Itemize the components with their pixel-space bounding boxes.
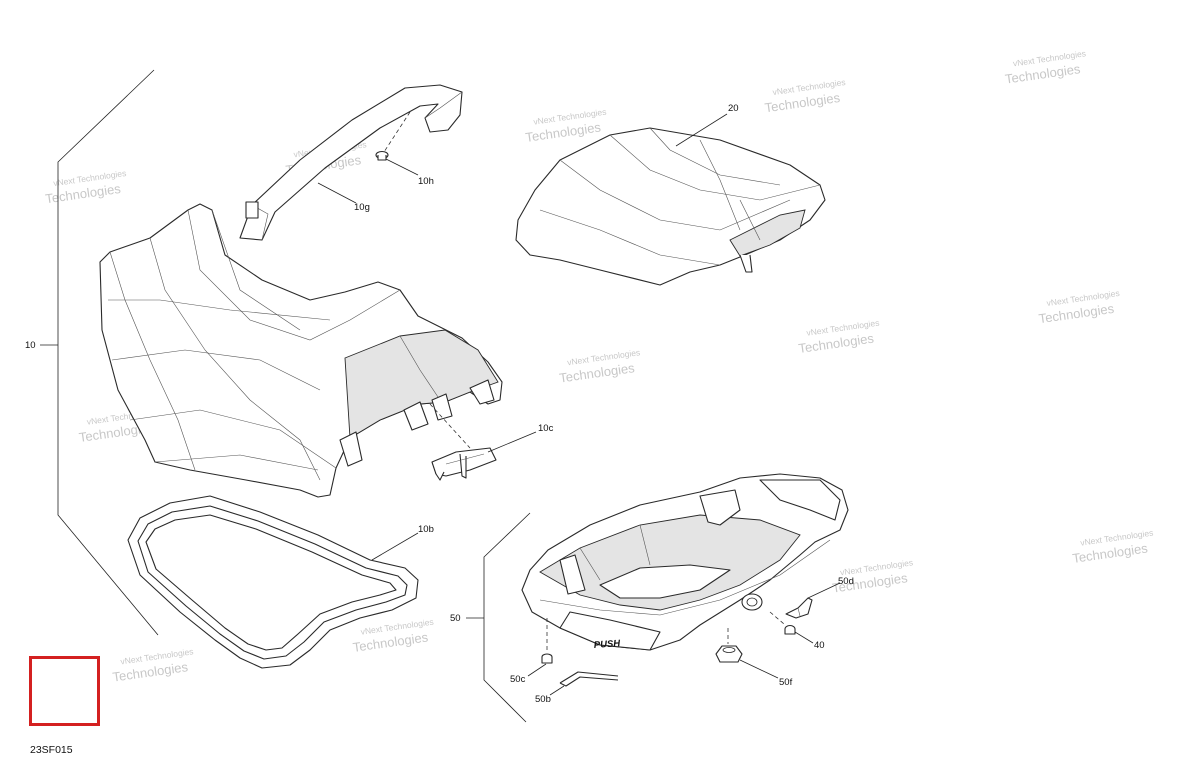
assembly-dashed-line xyxy=(383,111,411,153)
part-50c-grommet[interactable]: 50c xyxy=(510,618,553,685)
watermark-r1-c5: vNext Technologies Technologies xyxy=(1004,48,1086,86)
leader-10b xyxy=(371,532,419,561)
part-10b-gasket[interactable]: 10b xyxy=(127,495,434,669)
callout-10h: 10h xyxy=(418,176,434,187)
assembly-dashed-line xyxy=(769,611,785,625)
assembly-dashed-line xyxy=(429,403,471,449)
brand-mark: PUSH xyxy=(593,638,621,651)
callout-10: 10 xyxy=(25,340,36,351)
callout-50f: 50f xyxy=(779,677,793,688)
part-20-seat-cover[interactable]: 20 xyxy=(515,103,826,286)
part-50-storage-tub[interactable]: PUSH xyxy=(521,473,849,651)
part-50b-pin[interactable]: 50b xyxy=(535,671,619,705)
callout-50b: 50b xyxy=(535,694,551,705)
red-marker-box xyxy=(29,656,100,726)
leader-50b xyxy=(549,685,565,696)
leader-50c xyxy=(527,663,547,677)
leader-40 xyxy=(794,631,814,644)
watermark-r3-c5: vNext Technologies Technologies xyxy=(1071,528,1153,566)
part-10c-latch[interactable]: 10c xyxy=(429,403,554,481)
callout-50c: 50c xyxy=(510,674,526,685)
bracket-line xyxy=(57,69,159,636)
callout-10g: 10g xyxy=(354,202,370,213)
bracket-line xyxy=(483,512,531,723)
watermark-r2-c3: vNext Technologies Technologies xyxy=(558,347,640,385)
watermark-r3-c2: vNext Technologies Technologies xyxy=(352,617,434,655)
group-bracket-50: 50 xyxy=(450,512,531,723)
watermark-r2-c4: vNext Technologies Technologies xyxy=(798,318,880,356)
part-10h-fastener[interactable]: 10h xyxy=(375,111,434,187)
callout-20: 20 xyxy=(728,103,739,114)
part-40-bolt[interactable]: 40 xyxy=(769,611,825,651)
part-50f-bumper[interactable]: 50f xyxy=(715,628,793,688)
callout-40: 40 xyxy=(814,640,825,651)
figure-code: 23SF015 xyxy=(30,744,73,756)
leader-10c xyxy=(487,431,537,453)
callout-50d: 50d xyxy=(838,576,854,587)
leader-10h xyxy=(385,158,419,176)
part-50d-hinge-bracket[interactable]: 50d xyxy=(785,576,854,619)
leader-50f xyxy=(739,659,779,679)
callout-10b: 10b xyxy=(418,524,434,535)
watermark-r1-c4: vNext Technologies Technologies xyxy=(764,77,846,115)
part-10-seat[interactable] xyxy=(99,203,503,498)
watermark-r1-c1: vNext Technologies Technologies xyxy=(44,168,126,206)
watermark-r3-c1: vNext Technologies Technologies xyxy=(112,646,194,684)
watermark-r1-c3: vNext Technologies Technologies xyxy=(524,107,606,145)
group-bracket-10: 10 xyxy=(25,69,159,636)
part-10g-grab-strap[interactable]: 10g xyxy=(239,84,463,241)
callout-10c: 10c xyxy=(538,423,554,434)
leader-10g xyxy=(317,182,357,204)
leader-20 xyxy=(675,113,728,147)
watermark-r2-c5: vNext Technologies Technologies xyxy=(1038,288,1120,326)
callout-50: 50 xyxy=(450,613,461,624)
leader-50d xyxy=(807,582,841,599)
